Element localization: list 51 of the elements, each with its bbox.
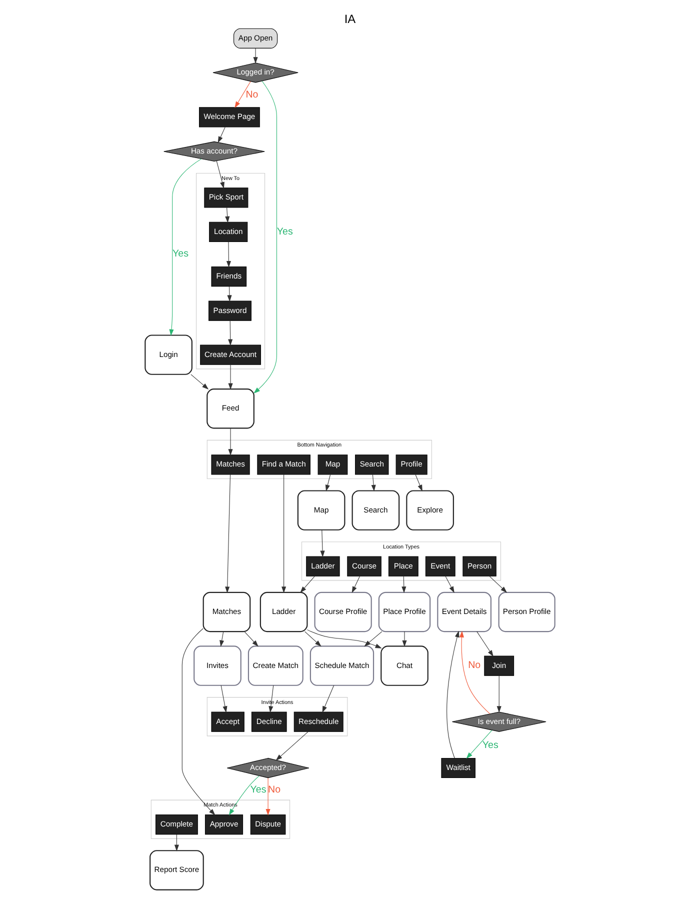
arrow: [220, 630, 224, 646]
edge-label: No: [268, 784, 281, 796]
arrow: [182, 628, 216, 815]
arrow: [276, 730, 308, 760]
arrow: [190, 374, 209, 389]
edge-label: Yes: [172, 248, 188, 260]
arrow: [225, 474, 231, 593]
edge-label: Yes: [250, 784, 266, 796]
arrow: [322, 684, 334, 712]
arrow: [325, 474, 331, 491]
diagram-title: IA: [344, 11, 356, 26]
arrow: [304, 630, 322, 646]
arrow: [402, 630, 407, 646]
arrow: [225, 206, 230, 222]
edge-label: No: [246, 88, 258, 100]
arrow: [227, 286, 232, 302]
arrow: [228, 364, 233, 390]
arrow: [476, 630, 494, 656]
arrow: [228, 320, 233, 346]
arrow: [300, 576, 315, 592]
arrow: [415, 474, 422, 491]
arrow: [226, 241, 231, 268]
arrow: [174, 834, 179, 851]
edge-label: Yes: [482, 740, 498, 751]
arrow: [228, 775, 260, 815]
arrow: [445, 576, 454, 592]
arrow: [459, 630, 490, 714]
arrow: [254, 80, 278, 394]
arrow: [489, 576, 508, 592]
arrow: [220, 684, 228, 712]
arrow: [216, 160, 224, 188]
arrow: [218, 126, 226, 143]
arrow: [364, 630, 382, 646]
edge-label: No: [468, 660, 481, 671]
arrow: [306, 628, 382, 648]
arrow: [282, 474, 286, 593]
arrow: [244, 630, 258, 646]
arrow: [446, 630, 460, 758]
arrow: [268, 684, 274, 712]
arrow: [234, 80, 251, 108]
arrow: [371, 474, 376, 491]
arrow: [266, 777, 270, 816]
edge-label: Yes: [276, 226, 293, 237]
arrow: [253, 48, 258, 64]
arrow: [169, 158, 202, 336]
arrow: [228, 427, 233, 456]
arrow: [320, 529, 325, 557]
arrow: [352, 576, 360, 592]
arrow: [496, 674, 502, 712]
arrow: [402, 576, 406, 593]
arrow: [466, 729, 492, 758]
